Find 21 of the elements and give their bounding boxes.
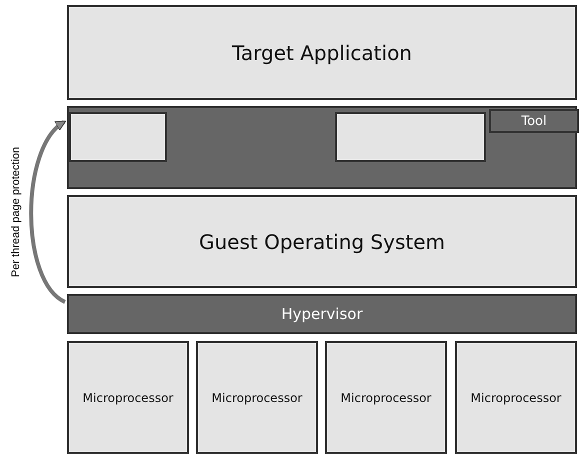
component-box xyxy=(69,112,167,162)
layer-box xyxy=(67,5,577,100)
layer-label: Microprocessor xyxy=(470,390,562,404)
layer-label: Microprocessor xyxy=(82,390,174,404)
component-box xyxy=(489,109,579,133)
layer-box xyxy=(67,106,577,189)
processor-box xyxy=(196,341,318,454)
layer-box xyxy=(67,294,577,334)
processor-box xyxy=(67,341,189,454)
edge-label: Per thread page protection xyxy=(10,146,22,278)
layer-label: Microprocessor xyxy=(340,390,432,404)
layer-box xyxy=(67,195,577,288)
layer-label: Hypervisor xyxy=(281,305,363,323)
processor-box xyxy=(325,341,447,454)
layer-label: Tool xyxy=(521,114,547,128)
component-box xyxy=(335,112,486,162)
curved-arrow xyxy=(29,120,66,304)
layer-label: Target Application xyxy=(232,40,412,64)
layer-label: Guest Operating System xyxy=(198,230,446,254)
layer-label: Microprocessor xyxy=(212,390,302,404)
processor-box xyxy=(455,341,577,454)
